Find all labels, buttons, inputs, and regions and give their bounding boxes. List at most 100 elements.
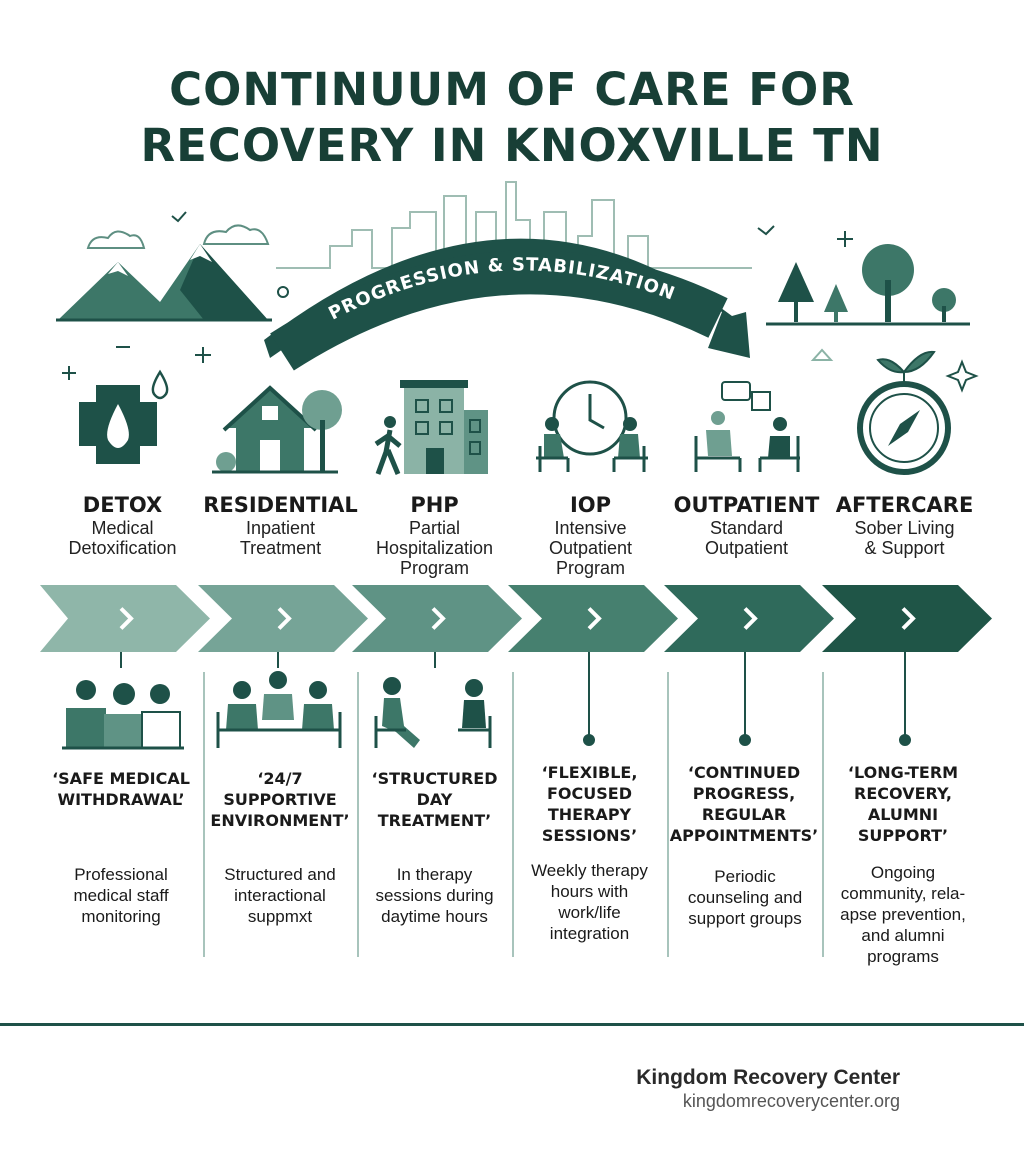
stage-quote: ‘24/7 SUPPORTIVE ENVIRONMENT’ bbox=[204, 768, 356, 831]
desc-line: programs bbox=[867, 947, 939, 966]
column-divider bbox=[822, 672, 824, 957]
support-group-icon bbox=[216, 671, 342, 748]
stage-aftercare-header: AFTERCARE Sober Living & Support bbox=[822, 492, 987, 558]
stage-sub-line: Outpatient bbox=[548, 538, 633, 558]
desc-line: Structured and bbox=[224, 865, 336, 884]
quote-line: SUPPORTIVE bbox=[223, 790, 337, 809]
stage-sub-line: Sober Living bbox=[854, 518, 955, 538]
stage-sub-line: Inpatient bbox=[245, 518, 316, 538]
column-divider bbox=[667, 672, 669, 957]
stage-description: Periodic counseling and support groups bbox=[668, 866, 822, 929]
quote-line: DAY bbox=[416, 790, 453, 809]
chevron-right-icon bbox=[119, 607, 134, 630]
house-icon bbox=[212, 385, 342, 474]
desc-line: community, rela- bbox=[840, 884, 966, 903]
stage-description: Professional medical staff monitoring bbox=[40, 864, 202, 927]
timeline-connectors bbox=[120, 652, 911, 746]
sparkle-icon bbox=[62, 231, 853, 380]
stage-description: Structured and interactional suppmxt bbox=[204, 864, 356, 927]
desc-line: interactional bbox=[234, 886, 326, 905]
mountains-icon bbox=[56, 244, 272, 322]
desc-line: medical staff bbox=[73, 886, 169, 905]
desc-line: In therapy bbox=[396, 865, 473, 884]
stage-detox-header: DETOX Medical Detoxification bbox=[40, 492, 205, 558]
stage-name: OUTPATIENT bbox=[673, 493, 820, 517]
stage-sub-line: Detoxification bbox=[68, 538, 177, 558]
therapy-session-icon bbox=[374, 677, 492, 748]
stage-quote: ‘STRUCTURED DAY TREATMENT’ bbox=[358, 768, 511, 831]
quote-line: PROGRESS, bbox=[692, 784, 796, 803]
quote-line: ‘STRUCTURED bbox=[371, 769, 498, 788]
chevron-right-icon bbox=[277, 607, 292, 630]
chevron-right-icon bbox=[431, 607, 446, 630]
desc-line: apse prevention, bbox=[840, 905, 966, 924]
quote-line: APPOINTMENTS’ bbox=[669, 826, 819, 845]
trees-icon bbox=[766, 244, 970, 326]
desc-line: daytime hours bbox=[381, 907, 488, 926]
column-divider bbox=[512, 672, 514, 957]
chevron-right-icon bbox=[743, 607, 758, 630]
stage-sub-line: Intensive bbox=[554, 518, 627, 538]
stage-quote: ‘CONTINUED PROGRESS, REGULAR APPOINTMENT… bbox=[664, 762, 824, 846]
desc-line: monitoring bbox=[81, 907, 161, 926]
stage-sub-line: Hospitalization bbox=[375, 538, 494, 558]
stage-quote: ‘SAFE MEDICAL WITHDRAWAL’ bbox=[40, 768, 202, 810]
stage-sub-line: Partial bbox=[408, 518, 461, 538]
quote-line: THERAPY bbox=[547, 805, 632, 824]
quote-line: ALUMNI bbox=[867, 805, 939, 824]
stage-quote: ‘FLEXIBLE, FOCUSED THERAPY SESSIONS’ bbox=[513, 762, 666, 846]
stage-sub-line: Program bbox=[555, 558, 626, 578]
desc-line: support groups bbox=[688, 909, 802, 928]
triangle-icon bbox=[810, 348, 834, 361]
hospital-building-icon bbox=[374, 380, 488, 475]
chevron-right-icon bbox=[901, 607, 916, 630]
stage-name: PHP bbox=[410, 493, 459, 517]
desc-line: suppmxt bbox=[247, 907, 313, 926]
chevron-segment bbox=[198, 585, 368, 652]
stage-quote: ‘LONG-TERM RECOVERY, ALUMNI SUPPORT’ bbox=[823, 762, 983, 846]
medical-staff-icon bbox=[62, 680, 184, 750]
quote-line: ‘FLEXIBLE, bbox=[541, 763, 638, 782]
stage-sub-line: & Support bbox=[864, 538, 945, 558]
stage-name: DETOX bbox=[82, 493, 163, 517]
desc-line: Weekly therapy bbox=[531, 861, 648, 880]
quote-line: TREATMENT’ bbox=[377, 811, 492, 830]
progression-arc-arrow: PROGRESSION & STABILIZATION bbox=[264, 238, 750, 371]
stage-sub-line: Medical bbox=[91, 518, 154, 538]
quote-line: REGULAR bbox=[701, 805, 787, 824]
quote-line: RECOVERY, bbox=[854, 784, 952, 803]
column-divider bbox=[203, 672, 205, 957]
chevron-segment bbox=[822, 585, 992, 652]
quote-line: SESSIONS’ bbox=[541, 826, 638, 845]
clock-group-icon bbox=[536, 380, 648, 472]
organization-url: kingdomrecoverycenter.org bbox=[682, 1091, 900, 1111]
desc-line: integration bbox=[549, 924, 630, 943]
desc-line: sessions during bbox=[375, 886, 494, 905]
column-divider bbox=[357, 672, 359, 957]
stage-name: AFTERCARE bbox=[835, 493, 974, 517]
title-line-2: RECOVERY IN KNOXVILLE TN bbox=[140, 119, 884, 172]
conversation-icon bbox=[694, 381, 800, 472]
footer-divider bbox=[0, 1023, 1024, 1026]
page-title: CONTINUUM OF CARE FOR RECOVERY IN KNOXVI… bbox=[0, 62, 1024, 174]
quote-line: ‘24/7 bbox=[257, 769, 303, 788]
compass-icon bbox=[857, 350, 979, 475]
desc-line: hours with bbox=[550, 882, 629, 901]
stage-outpatient-header: OUTPATIENT Standard Outpatient bbox=[664, 492, 829, 558]
chevron-right-icon bbox=[587, 607, 602, 630]
chevron-segment bbox=[508, 585, 678, 652]
title-line-1: CONTINUUM OF CARE FOR bbox=[169, 63, 855, 116]
stage-sub-line: Outpatient bbox=[704, 538, 789, 558]
stage-sub-line: Program bbox=[399, 558, 470, 578]
stage-description: In therapy sessions during daytime hours bbox=[358, 864, 511, 927]
organization-name: Kingdom Recovery Center bbox=[636, 1066, 900, 1089]
progress-chevron-band bbox=[40, 585, 992, 652]
dot-icon bbox=[277, 286, 289, 298]
desc-line: Periodic bbox=[714, 867, 776, 886]
cloud-icon bbox=[86, 224, 270, 249]
chevron-segment bbox=[352, 585, 522, 652]
stage-residential-header: RESIDENTIAL Inpatient Treatment bbox=[198, 492, 363, 558]
bird-icon bbox=[171, 211, 775, 236]
quote-line: ‘SAFE MEDICAL bbox=[52, 769, 190, 788]
